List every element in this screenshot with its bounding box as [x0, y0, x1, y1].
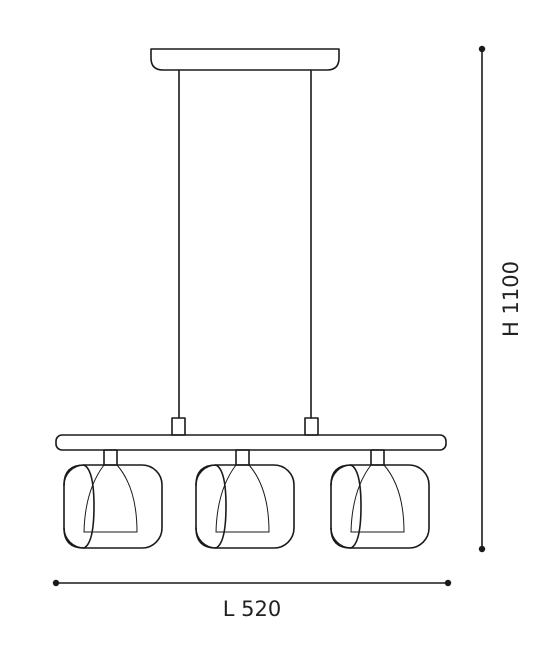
lamp-bar	[55, 434, 447, 451]
lamp-shade-2	[195, 449, 295, 549]
cable-clamp-left	[171, 417, 186, 436]
height-dimension-bottom-dot	[478, 545, 486, 553]
width-label: L 520	[223, 597, 281, 621]
height-dimension: H 1100	[478, 45, 523, 553]
height-dimension-top-dot	[478, 45, 486, 53]
width-dimension-right-dot	[444, 579, 452, 587]
lamp-shade-3	[330, 449, 430, 549]
width-dimension: L 520	[52, 579, 452, 621]
lamp-shade-1	[63, 449, 163, 549]
height-label: H 1100	[499, 261, 523, 337]
cable-clamp-right	[304, 417, 319, 436]
ceiling-canopy	[150, 48, 340, 71]
width-dimension-left-dot	[52, 579, 60, 587]
